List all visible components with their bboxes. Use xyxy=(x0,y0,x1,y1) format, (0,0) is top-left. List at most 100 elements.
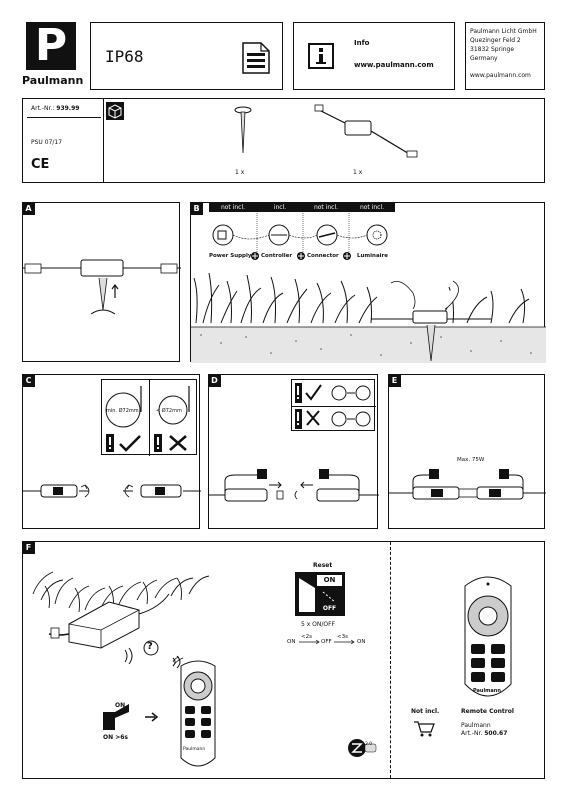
switch-on-label: ON xyxy=(115,702,126,709)
article-box: Art.-Nr.: 939.99 PSU 07/17 CE 1 x 1 x xyxy=(22,98,545,183)
shopping-cart-icon xyxy=(414,721,435,737)
seq-on-2: ON xyxy=(357,639,366,645)
remote-control-large[interactable] xyxy=(457,572,519,704)
company-box: Paulmann Licht GmbH Quezinger Feld 2 318… xyxy=(465,22,545,90)
not-included-label: Not incl. xyxy=(411,708,440,715)
connector-bad-icon xyxy=(295,409,371,429)
remote-art-value: 500.67 xyxy=(484,730,508,737)
info-icon xyxy=(308,43,334,69)
remote-art-label: Art.-Nr. xyxy=(461,730,483,737)
label-power-supply: Power Supply xyxy=(209,253,252,259)
package-icon xyxy=(106,102,124,120)
component-strip: not incl. incl. not incl. not incl. Powe… xyxy=(209,203,399,261)
connector-ok-icon xyxy=(295,383,371,403)
seq-time-2: <3s xyxy=(337,634,348,640)
zigbee-icon xyxy=(348,739,377,757)
label-connector: Connector xyxy=(307,253,339,259)
remote-brand-line: Paulmann xyxy=(461,722,491,729)
reset-off-label: OFF xyxy=(322,605,337,612)
header-connector: not incl. xyxy=(303,203,349,212)
art-label: Art.-Nr.: xyxy=(31,105,55,112)
vertical-divider xyxy=(103,99,104,183)
seq-time-1: <2s xyxy=(301,634,312,640)
component-labels: Power Supply Controller Connector Lumina… xyxy=(209,253,399,262)
reset-sequence: ON <2s OFF <3s ON xyxy=(287,634,383,648)
controller-grass-illustration xyxy=(32,571,210,665)
panel-e: E Max. 75W xyxy=(388,374,546,529)
info-url[interactable]: www.paulmann.com xyxy=(354,61,434,69)
connector-check-box xyxy=(291,379,376,431)
remote-large-brand: Paulmann xyxy=(473,688,501,694)
signal-waves-remote-icon xyxy=(172,656,184,667)
grass-ground-illustration xyxy=(191,272,546,363)
header-power-supply: not incl. xyxy=(209,203,257,212)
bend-min-label: min. Ø72mm xyxy=(106,408,139,414)
plus-icons xyxy=(251,252,351,260)
bend-max-label: < Ø72mm xyxy=(156,408,182,414)
panel-a: A xyxy=(22,202,181,362)
on-hold-label: ON >6s xyxy=(103,734,128,741)
info-box: Info www.paulmann.com xyxy=(293,22,455,90)
connector-join-illustration xyxy=(209,469,379,502)
company-web[interactable]: www.paulmann.com xyxy=(470,72,531,79)
label-luminaire: Luminaire xyxy=(357,253,388,259)
logo-wordmark: Paulmann xyxy=(22,74,84,87)
logo-mark: P xyxy=(26,22,76,70)
info-title: Info xyxy=(354,39,370,47)
paulmann-logo: P Paulmann xyxy=(22,22,84,90)
dashed-divider xyxy=(390,542,391,778)
bend-ok-illustration xyxy=(105,386,142,428)
art-value: 939.99 xyxy=(56,105,80,112)
zigbee-version: 3.0 xyxy=(365,742,373,747)
header-luminaire: not incl. xyxy=(349,203,395,212)
cross-icon xyxy=(154,434,187,452)
question-icon xyxy=(143,640,159,656)
psu-code: PSU 07/17 xyxy=(31,139,63,146)
check-divider xyxy=(292,406,376,407)
bend-divider xyxy=(149,380,150,456)
company-city: 31832 Springe xyxy=(470,46,515,53)
company-country: Germany xyxy=(470,55,498,62)
seq-on-1: ON xyxy=(287,639,296,645)
reset-on-label: ON xyxy=(317,575,342,586)
controller-qty: 1 x xyxy=(353,169,363,176)
panel-d-label: D xyxy=(208,374,221,387)
connector-twist-illustration xyxy=(23,484,201,498)
remote-small-brand: Paulmann xyxy=(183,747,206,752)
question-mark: ? xyxy=(147,641,153,652)
product-code: IP68 xyxy=(105,47,144,66)
seq-off: OFF xyxy=(321,639,332,645)
controller-illustration xyxy=(23,259,181,315)
panel-f: F ? ON ON >6s Paulmann xyxy=(22,541,545,779)
panel-b-label: B xyxy=(190,202,203,215)
product-code-box: IP68 xyxy=(90,22,283,90)
spike-qty: 1 x xyxy=(235,169,245,176)
reset-switch-icon: ON OFF xyxy=(295,572,345,616)
bend-bad-illustration xyxy=(158,386,190,425)
remote-control-title: Remote Control xyxy=(461,708,514,715)
label-controller: Controller xyxy=(261,253,293,259)
connected-cable-illustration xyxy=(389,469,546,500)
remote-control-small[interactable] xyxy=(175,658,221,772)
cable-bend-box: min. Ø72mm < Ø72mm xyxy=(101,379,197,456)
controller-icon xyxy=(314,104,418,158)
ground-spike-icon xyxy=(234,106,252,154)
on-switch-icon: ON xyxy=(101,702,131,732)
company-street: Quezinger Feld 2 xyxy=(470,37,521,44)
art-number: Art.-Nr.: 939.99 xyxy=(31,105,79,112)
panel-a-label: A xyxy=(22,202,35,215)
check-icon xyxy=(106,434,141,452)
reset-count: 5 x ON/OFF xyxy=(301,621,336,628)
reset-title: Reset xyxy=(313,562,333,569)
company-name: Paulmann Licht GmbH xyxy=(470,28,537,35)
panel-d: D xyxy=(208,374,379,529)
header-controller: incl. xyxy=(257,203,303,212)
remote-art-number: Art.-Nr. 500.67 xyxy=(461,730,507,737)
panel-c-label: C xyxy=(22,374,35,387)
max-power-label: Max. 75W xyxy=(457,457,485,463)
right-arrow-icon xyxy=(145,712,159,722)
panel-b: B not incl. incl. not incl. not incl. Po… xyxy=(190,202,546,363)
document-icon xyxy=(242,42,270,74)
ce-mark: CE xyxy=(31,157,50,172)
panel-f-label: F xyxy=(22,541,35,554)
